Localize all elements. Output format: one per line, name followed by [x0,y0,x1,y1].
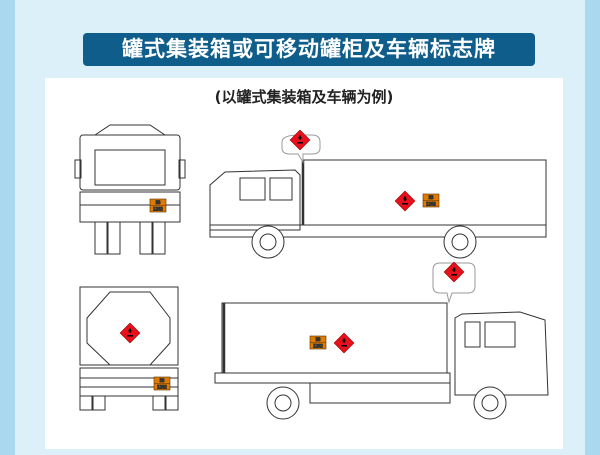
svg-text:1202: 1202 [153,207,163,212]
subtitle: (以罐式集装箱及车辆为例) [214,88,394,106]
truck-rear-view-top: 33 1202 [74,124,186,255]
hazard-placard [333,332,355,354]
tank-container-rear-view: 33 1202 [79,286,179,411]
svg-text:33: 33 [160,378,165,383]
svg-text:1202: 1202 [157,385,167,390]
orange-plate: 33 1202 [153,376,171,391]
hazard-placard [394,190,416,212]
svg-text:33: 33 [316,337,321,342]
orange-plate: 33 1202 [309,335,327,350]
svg-text:33: 33 [156,200,161,205]
truck-side-view-top: 33 1202 [209,129,547,259]
page-title: 罐式集装箱或可移动罐柜及车辆标志牌 [83,33,535,66]
orange-plate: 33 1202 [422,193,440,208]
svg-text:1202: 1202 [426,202,436,207]
hazard-placard [119,322,141,344]
svg-text:1202: 1202 [313,344,323,349]
svg-text:33: 33 [429,195,434,200]
tank-truck-side-view: 33 1202 [214,261,549,420]
orange-plate: 33 1202 [149,198,167,213]
